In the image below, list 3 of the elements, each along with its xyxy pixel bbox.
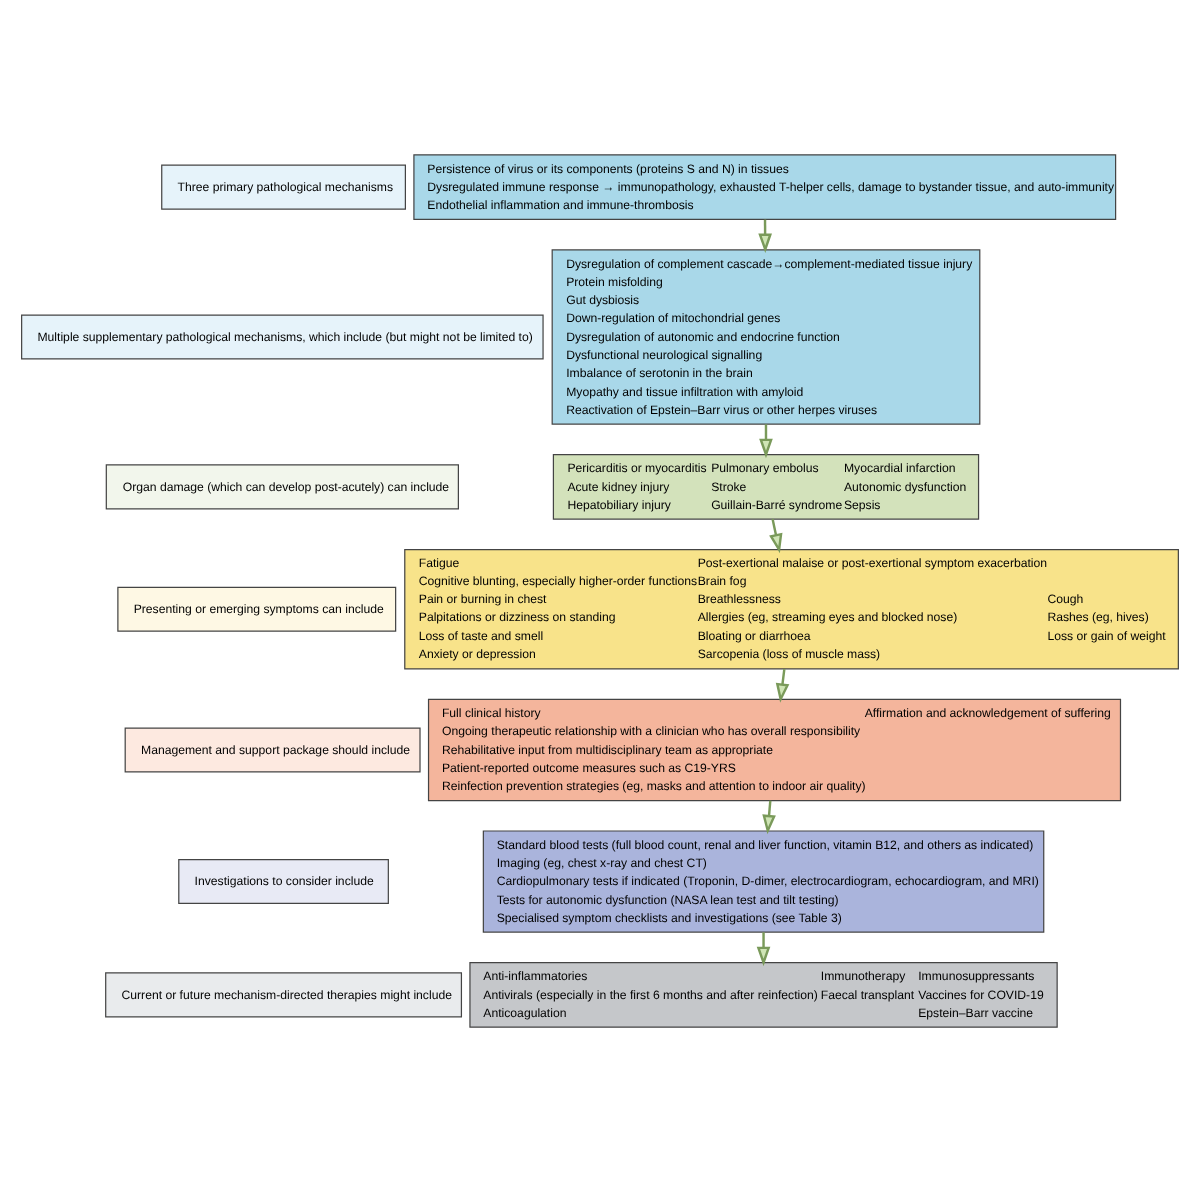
arrow [769,519,783,554]
arrow [775,669,790,703]
arrow [756,932,771,967]
